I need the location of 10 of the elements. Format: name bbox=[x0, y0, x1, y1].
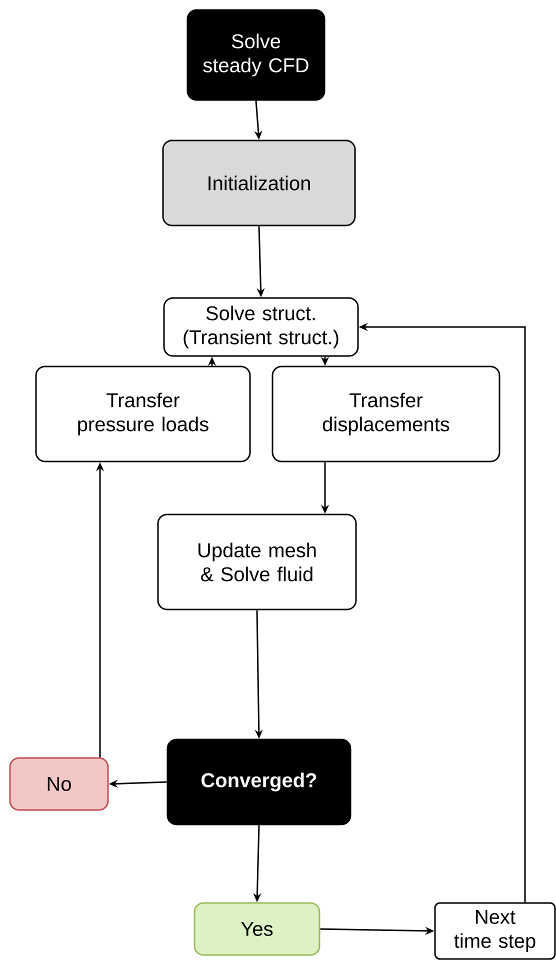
process-box: Transfer displacements bbox=[272, 366, 500, 462]
process-box: Initialization bbox=[162, 140, 356, 226]
process-box: Solve struct. (Transient struct.) bbox=[163, 297, 359, 357]
process-box: Update mesh & Solve fluid bbox=[157, 514, 357, 610]
answer-box: Yes bbox=[194, 902, 320, 956]
answer-box: No bbox=[9, 757, 109, 811]
process-box: Next time step bbox=[434, 902, 556, 960]
start-box: Solve steady CFD bbox=[186, 9, 326, 101]
decision-box: Converged? bbox=[166, 738, 352, 826]
process-box: Transfer pressure loads bbox=[35, 366, 251, 462]
